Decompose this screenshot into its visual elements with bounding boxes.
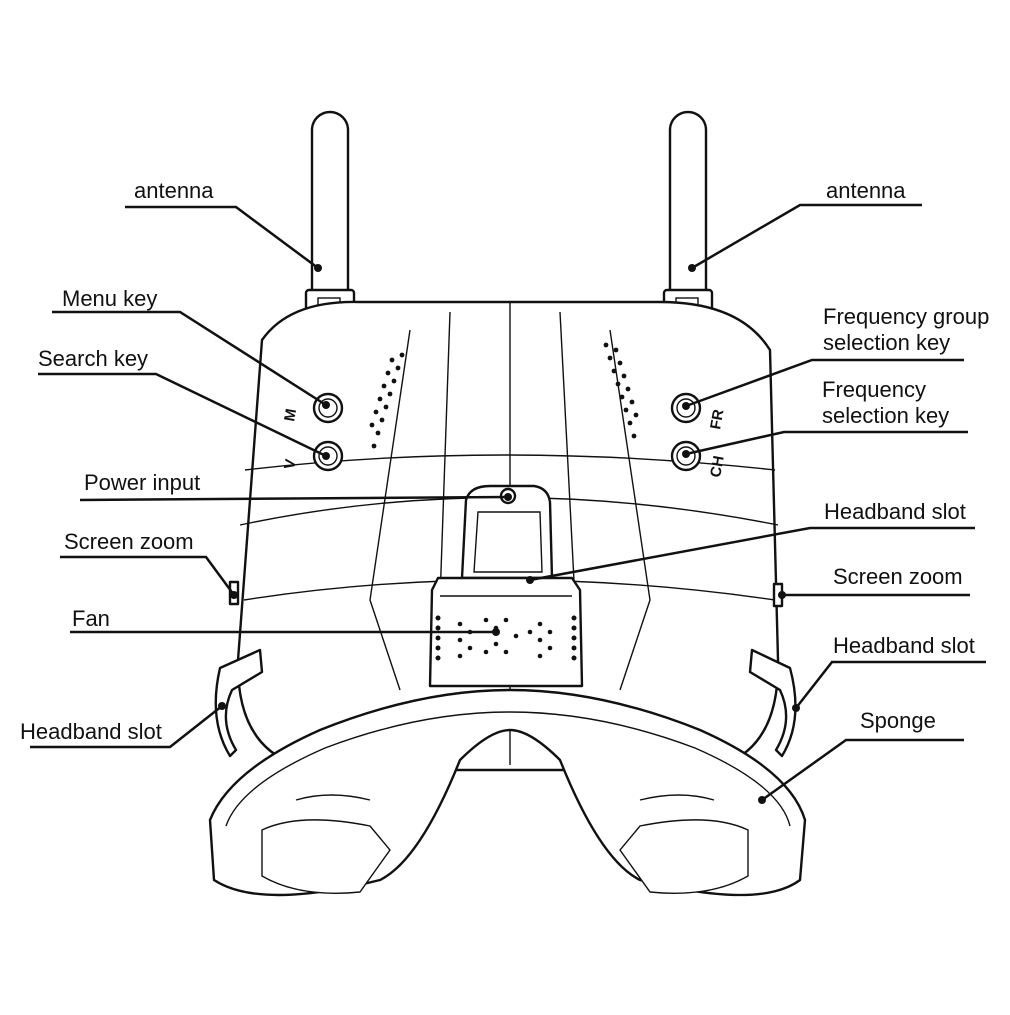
label-antenna-right: antenna	[826, 178, 906, 203]
face-sponge	[208, 688, 807, 897]
label-headband-slot-top: Headband slot	[824, 499, 966, 524]
right-headband-slot	[748, 648, 797, 758]
label-freq-group-line2: selection key	[823, 330, 951, 355]
label-headband-slot-left: Headband slot	[20, 719, 162, 744]
leader-lines	[30, 203, 986, 804]
label-fan: Fan	[72, 606, 110, 631]
freq-group-key-glyph: FR	[707, 408, 727, 431]
label-menu-key: Menu key	[62, 286, 158, 311]
label-search-key: Search key	[38, 346, 149, 371]
fan-housing	[428, 576, 584, 688]
label-screen-zoom-left: Screen zoom	[64, 529, 194, 554]
left-headband-slot	[214, 648, 264, 758]
power-input-port	[460, 484, 554, 580]
menu-key-glyph: M	[281, 407, 300, 422]
label-headband-slot-right: Headband slot	[833, 633, 975, 658]
label-antenna-left: antenna	[134, 178, 214, 203]
label-power-input: Power input	[84, 470, 201, 495]
label-freq-group-line1: Frequency group	[823, 304, 990, 329]
freq-key-glyph: CH	[707, 454, 728, 478]
label-freq-sel-line1: Frequency	[822, 377, 926, 402]
label-screen-zoom-right: Screen zoom	[833, 564, 963, 589]
search-key-glyph: V	[281, 458, 299, 471]
label-sponge: Sponge	[860, 708, 936, 733]
label-freq-sel-line2: selection key	[822, 403, 950, 428]
